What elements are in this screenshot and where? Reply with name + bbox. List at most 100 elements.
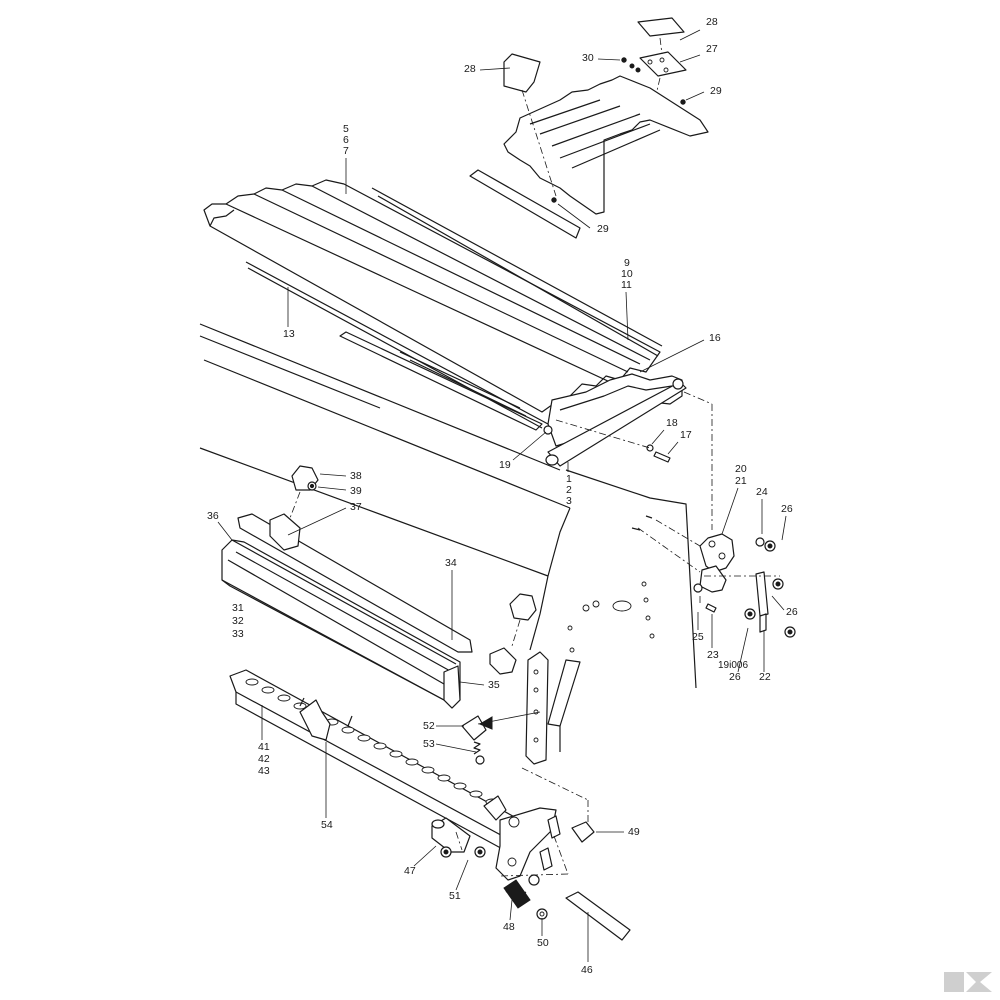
cover-panel-5 bbox=[203, 179, 661, 413]
bushing-49 bbox=[571, 821, 595, 843]
callout-c17: 17 bbox=[680, 429, 692, 441]
clamp-54 bbox=[299, 699, 331, 741]
callout-c46: 46 bbox=[581, 964, 593, 976]
figure-code: 19i006 bbox=[718, 660, 748, 671]
washer-24 bbox=[755, 537, 765, 547]
callout-c16: 16 bbox=[709, 332, 721, 344]
lever-assembly bbox=[431, 807, 631, 941]
lever-plate bbox=[495, 807, 557, 881]
callout-leader-c11 bbox=[625, 291, 629, 341]
callout-leader-c53 bbox=[435, 743, 477, 753]
callout-c32: 32 bbox=[232, 615, 244, 627]
callout-c9: 9 bbox=[624, 257, 630, 269]
callout-leader-c39 bbox=[317, 486, 347, 491]
callout-c13: 13 bbox=[283, 328, 295, 340]
callout-c26a: 26 bbox=[781, 503, 793, 515]
callout-c24: 24 bbox=[756, 486, 768, 498]
callout-c52: 52 bbox=[423, 720, 435, 732]
callout-c11: 11 bbox=[621, 279, 632, 291]
callout-c22: 22 bbox=[759, 671, 771, 683]
callout-c37: 37 bbox=[350, 501, 362, 513]
callout-leader-c28b bbox=[479, 67, 511, 71]
bracket-right bbox=[509, 593, 537, 621]
bracket-20 bbox=[699, 533, 735, 573]
callout-leader-c30 bbox=[597, 58, 621, 61]
callout-c38: 38 bbox=[350, 470, 362, 482]
callout-c29a: 29 bbox=[710, 85, 722, 97]
screw-30 bbox=[621, 57, 627, 63]
strut-bracket-assembly bbox=[631, 515, 796, 638]
callout-c41: 41 bbox=[258, 741, 270, 753]
washer-18 bbox=[646, 444, 654, 452]
callout-c29b: 29 bbox=[597, 223, 609, 235]
callout-leader-c27 bbox=[679, 54, 701, 63]
callout-c2: 2 bbox=[566, 484, 572, 496]
spring-48 bbox=[503, 879, 531, 909]
screw-29-lower bbox=[551, 197, 557, 203]
screw-29-top bbox=[680, 99, 686, 105]
callout-c28a: 28 bbox=[706, 16, 718, 28]
callout-c47: 47 bbox=[404, 865, 416, 877]
callout-c1: 1 bbox=[566, 473, 572, 485]
gas-strut-22 bbox=[755, 571, 769, 617]
callout-leader-c17 bbox=[667, 441, 679, 455]
callout-c43: 43 bbox=[258, 765, 270, 777]
frame-rail-assembly bbox=[543, 373, 713, 530]
tube bbox=[547, 659, 581, 727]
callout-leader-c51 bbox=[455, 859, 469, 891]
callout-c35: 35 bbox=[488, 679, 500, 691]
callout-leader-c26b bbox=[771, 595, 785, 611]
callout-leader-c16 bbox=[639, 339, 705, 373]
baler-body-outline bbox=[199, 323, 697, 752]
callout-c31: 31 bbox=[232, 602, 244, 614]
callout-c42: 42 bbox=[258, 753, 270, 765]
callout-leader-c26a bbox=[781, 515, 787, 541]
callout-leader-c18 bbox=[651, 429, 665, 445]
bracket-37 bbox=[269, 513, 301, 551]
pin-46 bbox=[565, 891, 631, 941]
callout-c50: 50 bbox=[537, 937, 549, 949]
callout-c5: 5 bbox=[343, 123, 349, 135]
callout-c19: 19 bbox=[499, 459, 511, 471]
callout-c25: 25 bbox=[692, 631, 704, 643]
callout-c10: 10 bbox=[621, 268, 633, 280]
callout-leader-c29b bbox=[557, 203, 591, 229]
callout-c3: 3 bbox=[566, 495, 572, 507]
end-cap-35 bbox=[443, 665, 461, 709]
arrow-head bbox=[478, 716, 493, 730]
brand-logo-mark bbox=[944, 972, 992, 992]
nut-53 bbox=[475, 755, 485, 765]
top-cover-assembly bbox=[469, 17, 709, 239]
knotter-housing-assembly bbox=[221, 465, 537, 709]
callout-leader-c47 bbox=[413, 845, 437, 867]
callout-c30: 30 bbox=[582, 52, 594, 64]
callout-c39: 39 bbox=[350, 485, 362, 497]
callout-c49: 49 bbox=[628, 826, 640, 838]
callout-c53: 53 bbox=[423, 738, 435, 750]
callout-leader-c38 bbox=[319, 473, 347, 477]
spring-53 bbox=[473, 741, 481, 755]
latch-plate-assembly bbox=[461, 651, 589, 836]
callout-c7: 7 bbox=[343, 145, 349, 157]
callout-c27: 27 bbox=[706, 43, 718, 55]
callout-c26b: 26 bbox=[786, 606, 798, 618]
latch-plate bbox=[525, 651, 549, 765]
callout-leader-c28a bbox=[679, 29, 701, 41]
callout-c6: 6 bbox=[343, 134, 349, 146]
bolt-23 bbox=[705, 603, 717, 613]
cover-plate-28-top bbox=[637, 17, 685, 37]
callout-c34: 34 bbox=[445, 557, 457, 569]
callout-c33: 33 bbox=[232, 628, 244, 640]
strip-29 bbox=[469, 169, 581, 239]
callout-c20: 20 bbox=[735, 463, 747, 475]
bolt-17 bbox=[653, 451, 671, 463]
callout-c18: 18 bbox=[666, 417, 678, 429]
bracket-plate-27 bbox=[639, 51, 687, 77]
callout-leader-c29a bbox=[685, 91, 705, 101]
callout-c28b: 28 bbox=[464, 63, 476, 75]
callout-leader-c48 bbox=[509, 899, 513, 921]
callout-leader-c37 bbox=[287, 507, 347, 536]
bar-41 bbox=[229, 669, 521, 841]
callout-c23: 23 bbox=[707, 649, 719, 661]
